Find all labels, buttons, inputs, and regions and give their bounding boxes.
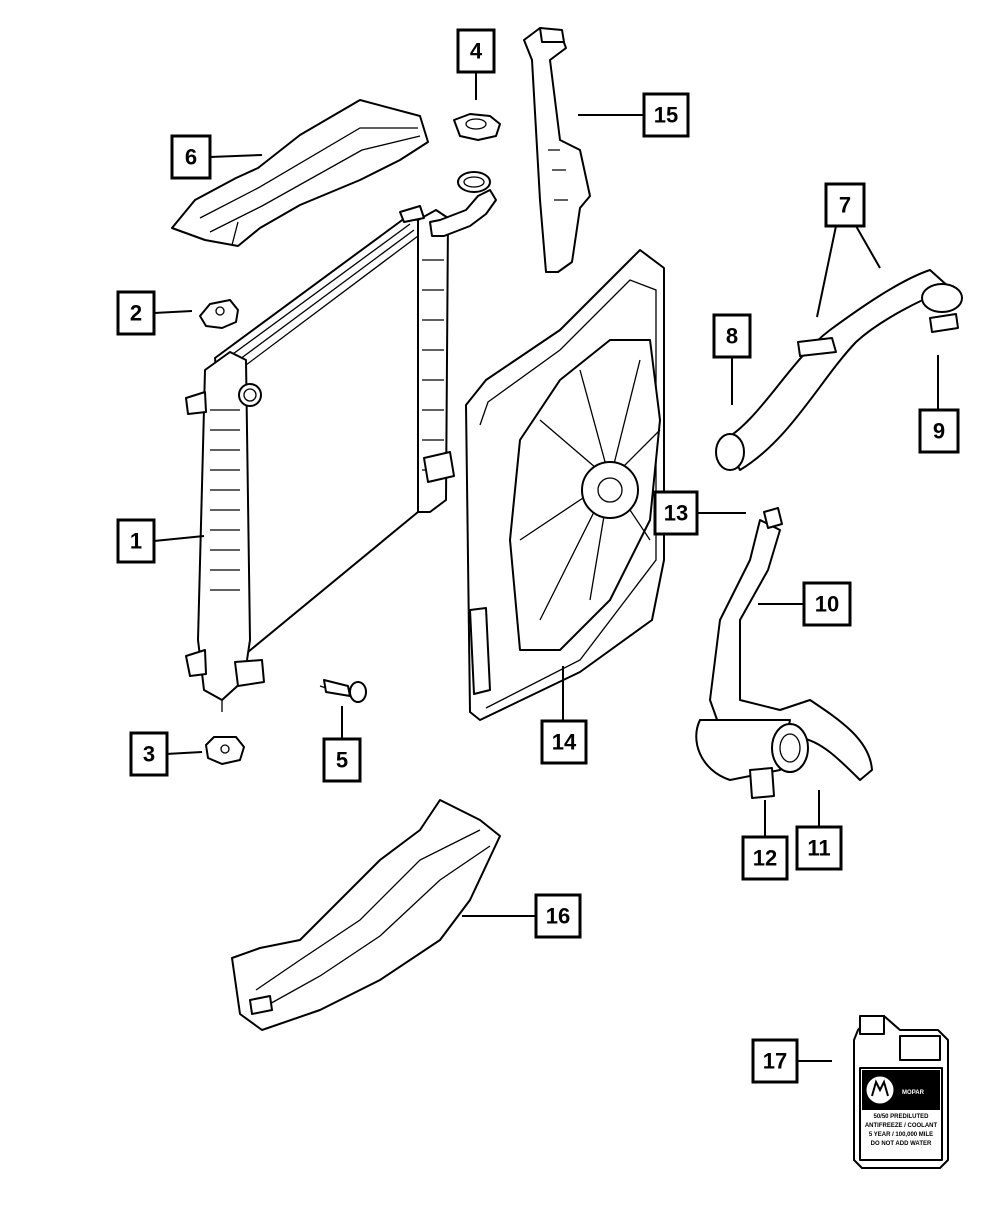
callout-5: 5 [322,737,362,783]
antifreeze-coolant-jug: MOPAR 50/50 PREDILUTED ANTIFREEZE / COOL… [853,1015,949,1169]
leader-lines [153,72,939,1062]
callout-7-text: 7 [839,193,851,218]
callout-6-text: 6 [185,145,197,170]
callout-11: 11 [795,825,843,871]
callout-2-text: 2 [130,301,142,326]
callout-14: 14 [540,719,588,765]
upper-radiator-hose [715,269,963,471]
fan-shroud-assembly [465,249,665,721]
callout-2: 2 [116,290,156,336]
callout-8-text: 8 [726,324,738,349]
callout-10: 10 [802,581,852,627]
radiator-cap [453,113,501,141]
lower-isolator [205,736,245,765]
callout-12: 12 [741,835,789,881]
upper-isolator [199,299,239,329]
callout-12-text: 12 [753,846,777,871]
callout-11-text: 11 [807,836,830,861]
callout-8: 8 [712,313,752,359]
callout-17-text: 17 [763,1049,787,1074]
callout-13-text: 13 [664,501,688,526]
coolant-recovery-bottle [523,27,591,273]
drain-cock [319,679,367,703]
callout-15-text: 15 [654,103,678,128]
callout-6: 6 [170,134,212,180]
callout-4-text: 4 [470,39,483,64]
radiator [185,171,497,712]
callout-16: 16 [534,893,582,939]
jug-text-4: DO NOT ADD WATER [871,1141,932,1147]
callout-3-text: 3 [143,742,155,767]
jug-text-3: 5 YEAR / 100,000 MILE [869,1132,933,1138]
callout-15: 15 [642,92,690,138]
callout-16-text: 16 [546,904,570,929]
callout-9: 9 [918,408,960,454]
callout-3: 3 [129,731,169,777]
callout-1-text: 1 [130,529,142,554]
callout-14-text: 14 [552,730,577,755]
callout-7: 7 [824,182,866,228]
callout-1: 1 [116,518,156,564]
lower-air-deflector [231,799,501,1031]
jug-text-1: 50/50 PREDILUTED [873,1114,929,1120]
callout-9-text: 9 [933,419,945,444]
callout-4: 4 [456,28,496,74]
upper-air-seal [171,99,429,247]
callout-10-text: 10 [815,592,839,617]
callout-13: 13 [653,490,699,536]
jug-text-2: ANTIFREEZE / COOLANT [865,1123,938,1129]
callout-5-text: 5 [336,748,348,773]
lower-radiator-hose [695,507,873,799]
callout-17: 17 [751,1038,799,1084]
jug-brand-text: MOPAR [902,1090,925,1096]
